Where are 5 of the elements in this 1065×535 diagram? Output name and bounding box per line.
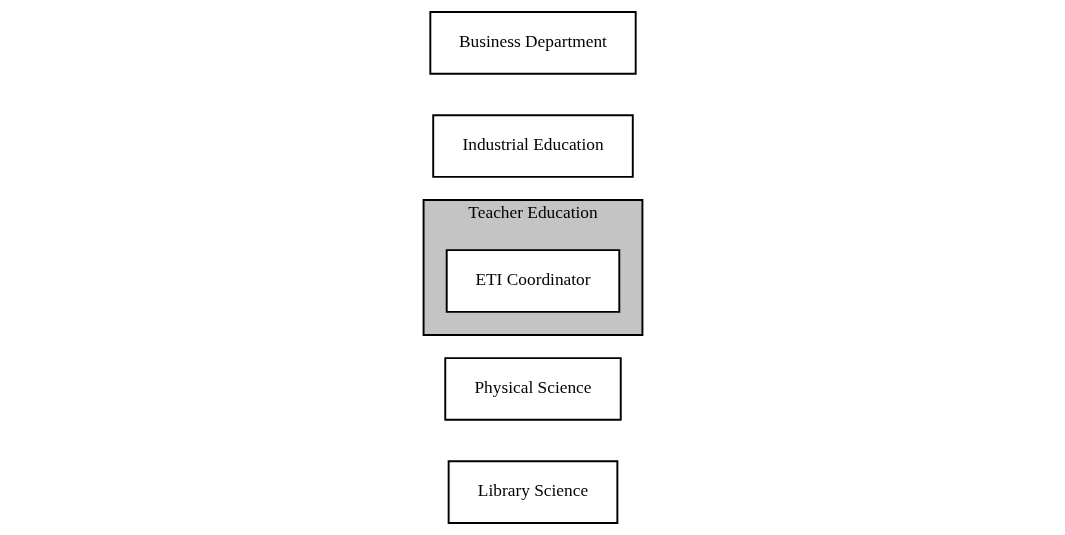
node-box: Library Science [447,460,618,524]
node-box: Business Department [428,11,637,75]
node-box: Physical Science [443,357,622,421]
node-box: Industrial Education [431,114,634,178]
node-box: ETI Coordinator [445,249,620,313]
